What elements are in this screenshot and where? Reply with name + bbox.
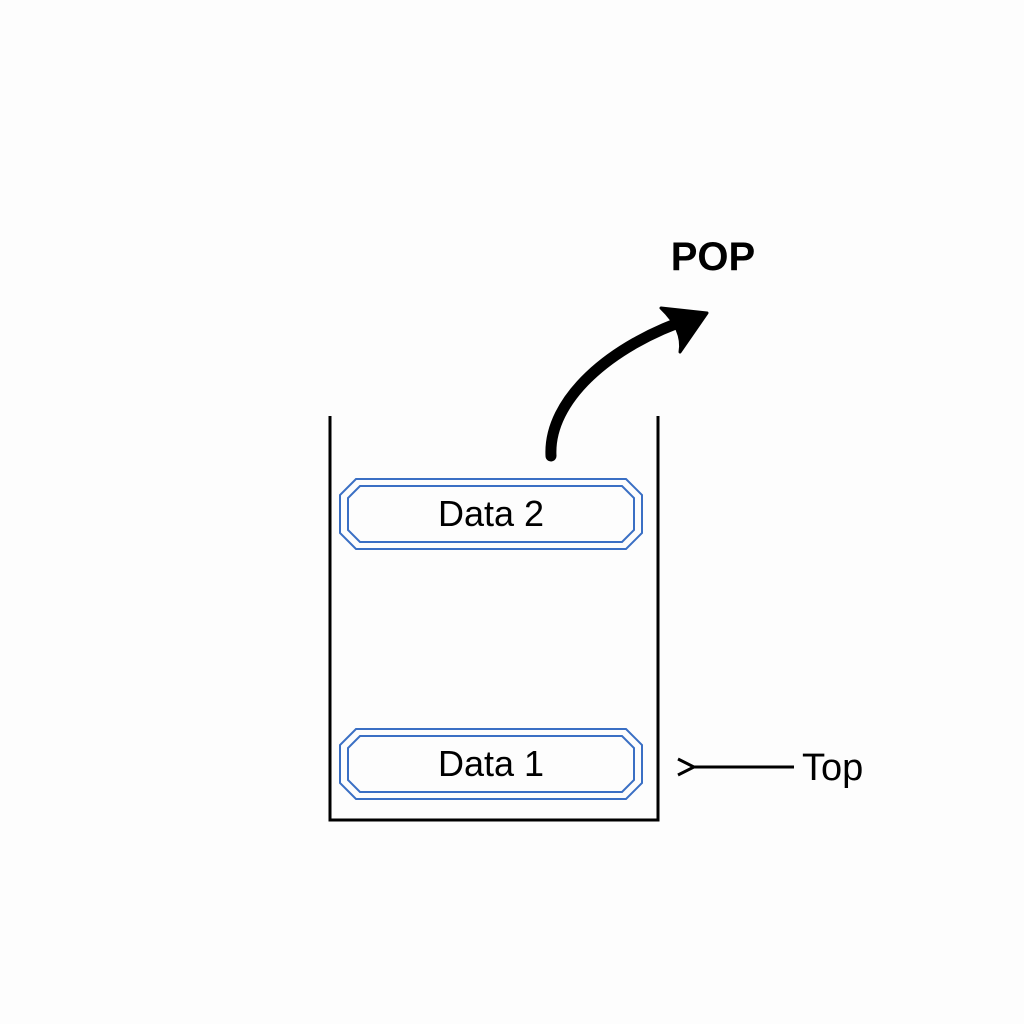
pop-arrow-head	[659, 306, 709, 354]
stack-item-data-1: Data 1	[339, 728, 643, 800]
stack-item-inner-border	[347, 735, 635, 793]
top-label: Top	[802, 747, 863, 789]
stack-item-label: Data 1	[438, 743, 544, 784]
stack-item-outer-border	[339, 728, 643, 800]
stack-item-data-2: Data 2	[339, 478, 643, 550]
pop-arrow	[545, 306, 709, 462]
stack-item-label: Data 2	[438, 493, 544, 534]
stack-item-inner-border	[347, 485, 635, 543]
pop-arrow-shaft	[545, 312, 698, 462]
pop-label: POP	[671, 235, 755, 279]
stack-container	[328, 416, 660, 822]
stack-item-outer-border	[339, 478, 643, 550]
